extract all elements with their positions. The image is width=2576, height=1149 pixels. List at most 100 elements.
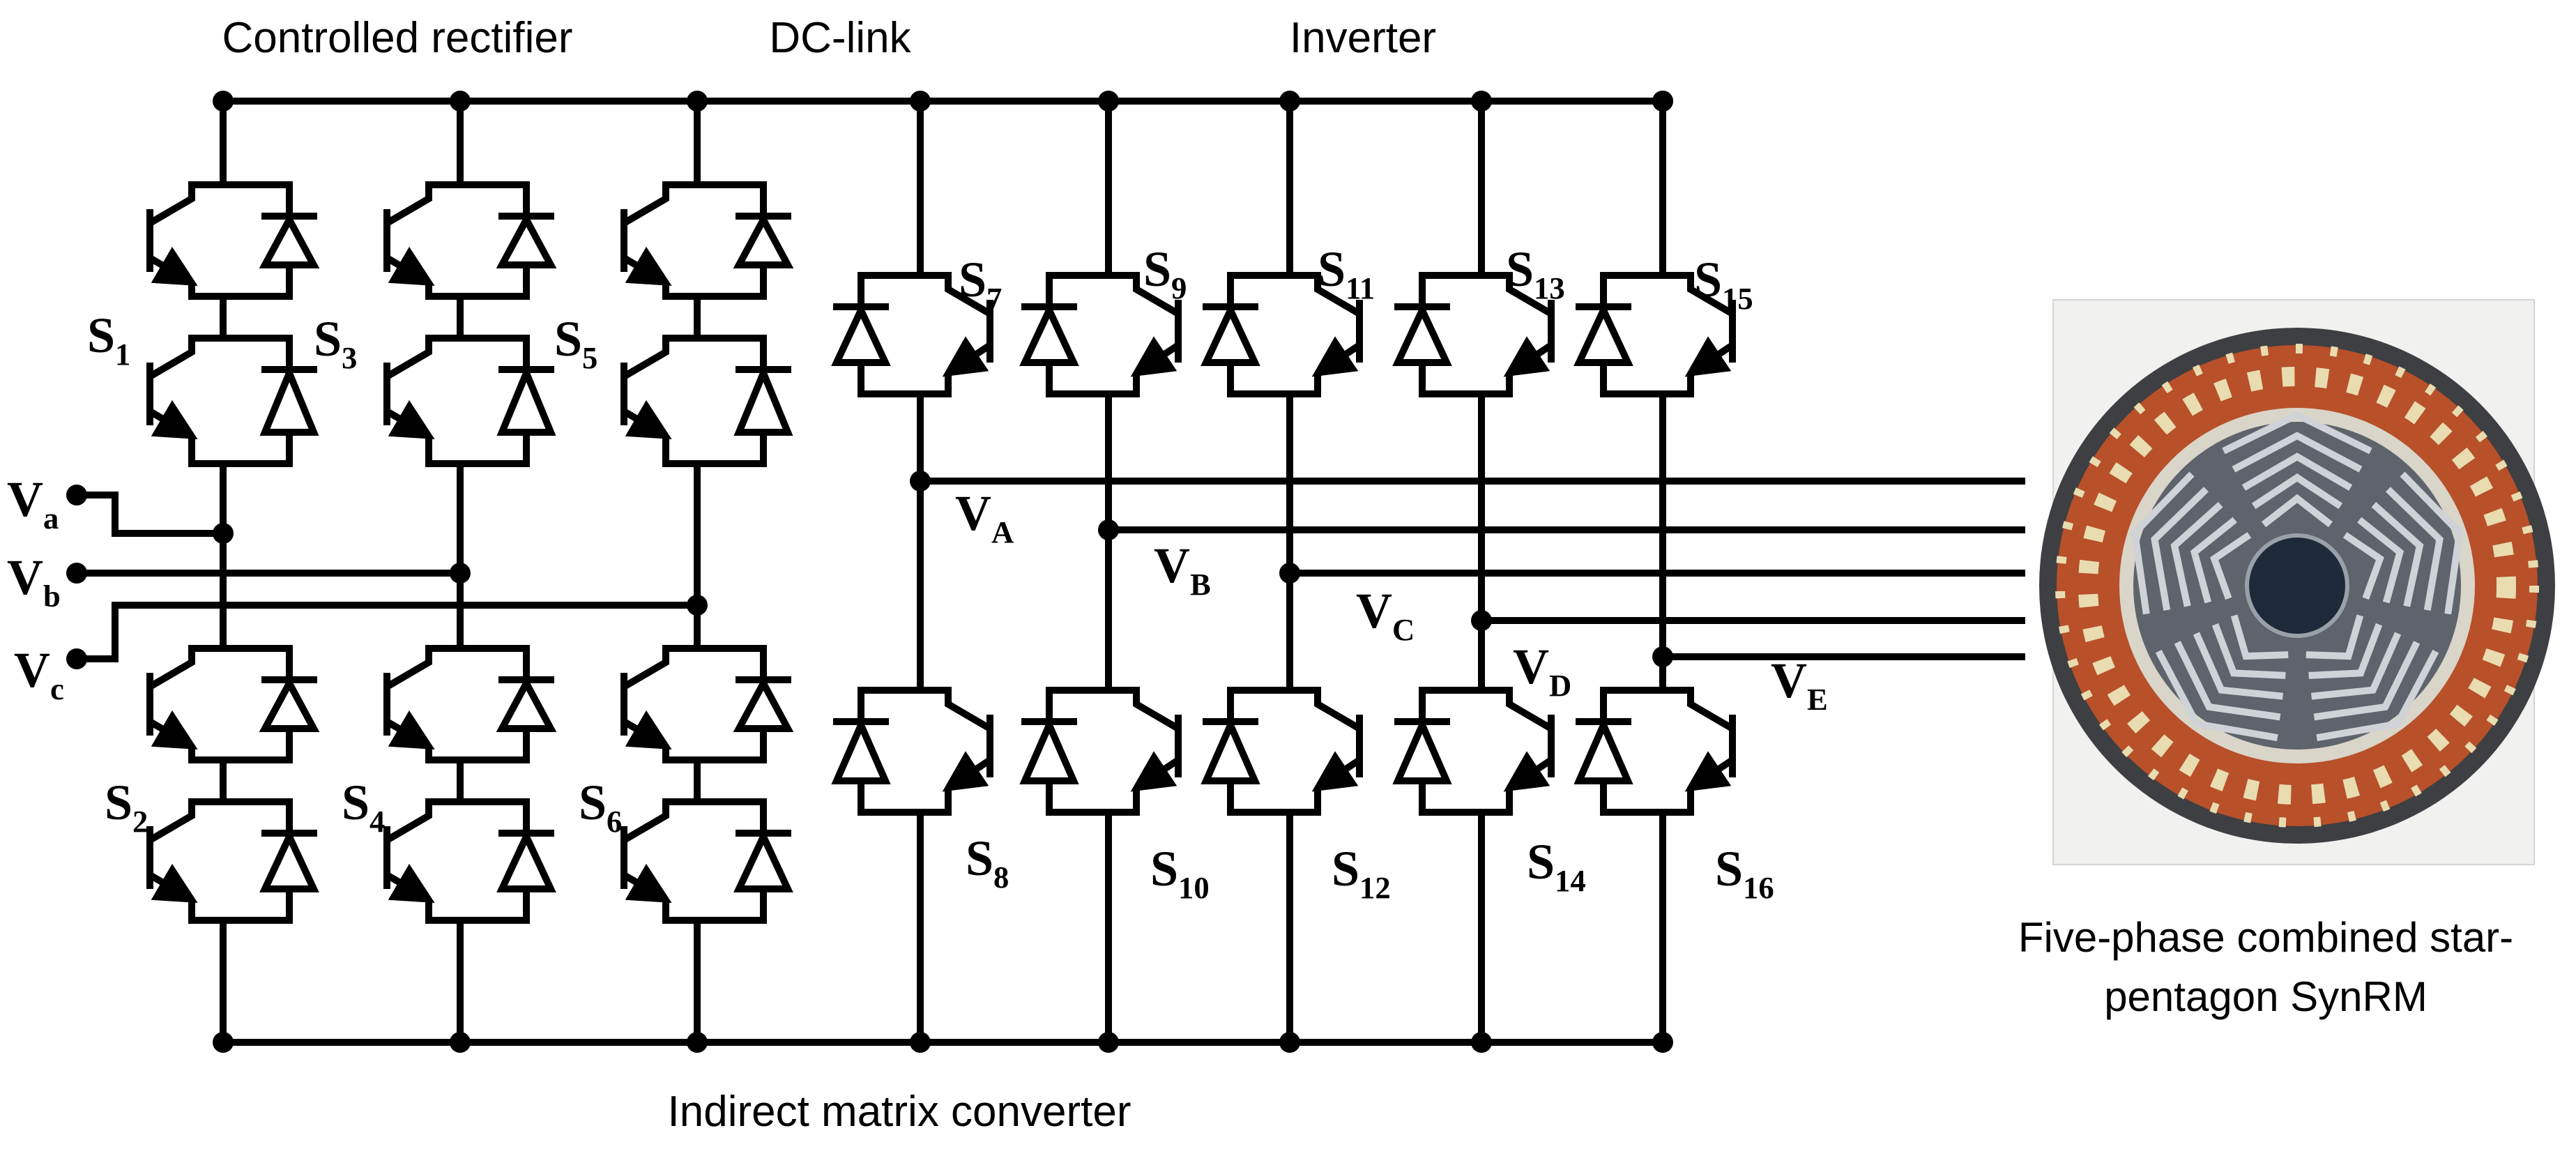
rectifier-upper-cell-a [146, 181, 320, 300]
flux-barrier [2222, 411, 2372, 455]
flux-barrier [2385, 487, 2444, 611]
inverter-upper-cell [831, 272, 993, 397]
rail-end-node [1652, 91, 1673, 112]
rail-node [450, 1032, 471, 1053]
rectifier-switch-label-6: S6 [579, 775, 622, 839]
flux-barrier [2210, 532, 2252, 600]
rotor-shaft-bore [2248, 537, 2346, 634]
flux-barrier [2131, 471, 2195, 615]
rectifier-lower-cell-b [146, 798, 319, 924]
rectifier-switch-label-1: S1 [87, 307, 130, 372]
rail-node [1098, 91, 1119, 112]
flux-barrier [2174, 641, 2281, 721]
rail-node [1652, 1032, 1673, 1053]
heading-converter: Indirect matrix converter [668, 1088, 1131, 1136]
flux-barrier [2357, 517, 2404, 604]
flux-barrier [2232, 432, 2363, 473]
output-label-E: VE [1771, 653, 1828, 717]
inverter-switch-label-14: S14 [1527, 834, 1586, 898]
inverter-lower-cell [831, 687, 993, 816]
rectifier-lower-cell-a [383, 645, 557, 763]
output-label-B: VB [1154, 538, 1211, 602]
flux-barrier [2261, 494, 2333, 528]
inverter-switch-label-9: S9 [1143, 241, 1187, 305]
flux-barrier [2308, 623, 2383, 679]
flux-barrier [2230, 614, 2289, 660]
rail-node [1279, 1032, 1300, 1053]
motor-caption-line2: pentagon SynRM [2104, 973, 2428, 1020]
rectifier-switch-label-4: S4 [342, 775, 385, 839]
input-label-c: Vc [14, 642, 64, 706]
inverter-lower-cell [1392, 687, 1555, 816]
inverter-switch-label-10: S10 [1150, 841, 1210, 905]
rail-node [213, 91, 234, 112]
rectifier-switch-label-2: S2 [105, 775, 148, 839]
inverter-lower-cell [1201, 687, 1363, 816]
output-label-A: VA [955, 485, 1014, 549]
inverter-switch-label-12: S12 [1332, 841, 1391, 905]
inverter-switch-label-15: S15 [1694, 252, 1753, 316]
inverter-switch-label-8: S8 [966, 830, 1009, 895]
input-terminal-a [66, 485, 87, 505]
rail-node [910, 91, 931, 112]
rectifier-upper-cell-b [146, 335, 319, 467]
input-terminal-c [66, 648, 87, 669]
junction-nodes [66, 91, 1673, 1053]
output-label-D: VD [1513, 639, 1571, 703]
inverter-switch-label-13: S13 [1506, 241, 1565, 305]
input-terminal-b [66, 563, 87, 584]
input-label-a: Va [7, 471, 59, 535]
phase-node [450, 563, 471, 584]
flux-barrier [2241, 452, 2353, 491]
inverter-upper-cell [1201, 272, 1363, 397]
flux-barrier [2313, 641, 2421, 721]
rail-node [1471, 91, 1492, 112]
switch-devices [146, 181, 1736, 924]
inverter-lower-cell [1019, 687, 1182, 816]
input-label-b: Vb [7, 549, 61, 614]
rectifier-lower-cell-a [620, 645, 794, 763]
phase-node [687, 595, 708, 616]
output-label-C: VC [1356, 583, 1415, 647]
rectifier-switch-label-5: S5 [554, 311, 597, 375]
rail-node [1279, 91, 1300, 112]
rail-node [910, 1032, 931, 1053]
rail-node [1471, 1032, 1492, 1053]
rectifier-upper-cell-a [383, 181, 557, 300]
rectifier-switch-label-3: S3 [314, 311, 357, 375]
inverter-switch-label-16: S16 [1715, 841, 1774, 905]
inverter-switch-label-11: S11 [1318, 241, 1375, 305]
inverter-switch-label-7: S7 [959, 252, 1002, 316]
flux-barrier [2211, 623, 2286, 679]
phase-node [213, 523, 234, 544]
flux-barrier [2371, 501, 2424, 607]
rail-node [1098, 1032, 1119, 1053]
rectifier-upper-cell-b [383, 335, 556, 467]
rail-node [450, 91, 471, 112]
flux-barrier [2400, 471, 2464, 615]
rail-node [687, 91, 708, 112]
flux-barrier [2251, 473, 2343, 510]
rectifier-lower-cell-a [146, 645, 320, 763]
flux-barrier [2342, 532, 2384, 600]
flux-barrier [2306, 614, 2364, 660]
inverter-lower-cell [1573, 687, 1736, 816]
flux-barrier [2170, 501, 2223, 607]
flux-barrier [2155, 649, 2278, 742]
flux-barrier [2310, 632, 2402, 700]
heading-inverter: Inverter [1290, 14, 1436, 62]
heading-rectifier: Controlled rectifier [222, 14, 572, 62]
flux-barrier [2316, 649, 2439, 742]
flux-barrier [2151, 487, 2209, 611]
inverter-upper-cell [1019, 272, 1182, 397]
inverter-upper-cell [1573, 272, 1736, 397]
rectifier-upper-cell-b [620, 335, 793, 467]
inverter-upper-cell [1392, 272, 1555, 397]
rail-node [687, 1032, 708, 1053]
motor-caption-line1: Five-phase combined star- [2018, 914, 2513, 961]
rectifier-lower-cell-b [383, 798, 556, 924]
flux-barrier [2190, 517, 2237, 604]
